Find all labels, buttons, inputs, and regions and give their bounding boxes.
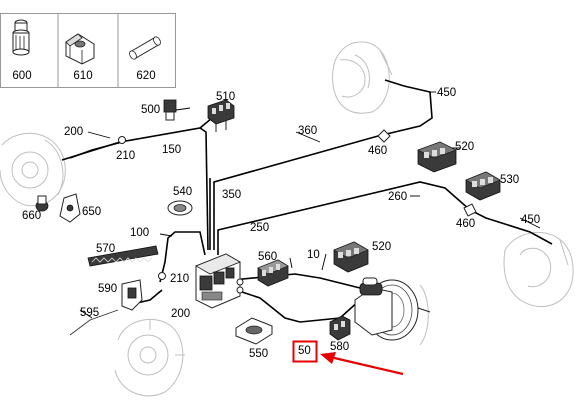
label-210-lower[interactable]: 210 [170, 273, 189, 285]
label-500[interactable]: 500 [141, 104, 160, 116]
label-570[interactable]: 570 [96, 243, 115, 255]
label-510[interactable]: 510 [216, 91, 235, 103]
label-590[interactable]: 590 [98, 283, 117, 295]
fitting-210-lower[interactable] [158, 272, 166, 280]
label-200-upper[interactable]: 200 [64, 126, 83, 138]
label-200-lower[interactable]: 200 [171, 308, 190, 320]
leader-lines [79, 91, 541, 319]
highlight-arrow-head [320, 352, 336, 364]
connector-580[interactable] [329, 315, 351, 341]
label-450-lower[interactable]: 450 [521, 214, 540, 226]
part-610-icon[interactable] [65, 33, 95, 65]
label-50[interactable]: 50 [298, 345, 311, 357]
label-210-upper[interactable]: 210 [116, 150, 135, 162]
sensor-520-lower[interactable] [333, 241, 369, 273]
label-150[interactable]: 150 [162, 144, 181, 156]
label-460-upper[interactable]: 460 [368, 145, 387, 157]
sensor-520-upper[interactable] [417, 141, 457, 173]
clip-460-upper[interactable] [377, 129, 391, 143]
sensor-530[interactable] [465, 171, 501, 201]
label-650[interactable]: 650 [82, 206, 101, 218]
fitting-210-upper[interactable] [118, 136, 126, 144]
label-530[interactable]: 530 [500, 174, 519, 186]
label-620: 620 [136, 70, 155, 82]
part-labels: 500 510 450 200 210 150 360 460 520 540 … [22, 87, 540, 360]
brake-booster[interactable] [354, 277, 431, 341]
clip-460-lower[interactable] [463, 203, 477, 217]
highlight-annotation [292, 340, 404, 376]
label-360[interactable]: 360 [298, 125, 317, 137]
label-540[interactable]: 540 [173, 186, 192, 198]
booster-outline-ghost [419, 284, 429, 346]
label-520-upper[interactable]: 520 [455, 141, 474, 153]
label-610: 610 [73, 70, 92, 82]
label-580[interactable]: 580 [330, 341, 349, 353]
connector-560[interactable] [257, 259, 289, 287]
highlight-box [292, 340, 318, 363]
label-595[interactable]: 595 [80, 307, 99, 319]
label-100[interactable]: 100 [130, 227, 149, 239]
label-600: 600 [12, 70, 31, 82]
label-550[interactable]: 550 [249, 348, 268, 360]
connector-500[interactable] [163, 99, 177, 121]
label-460-lower[interactable]: 460 [456, 218, 475, 230]
clip-strip-570[interactable] [87, 245, 159, 267]
part-600-icon[interactable] [12, 19, 30, 56]
label-250[interactable]: 250 [250, 222, 269, 234]
brake-disc-front-right [114, 318, 185, 397]
brake-disc-front-left [0, 132, 66, 207]
label-520-lower[interactable]: 520 [372, 241, 391, 253]
label-10[interactable]: 10 [307, 249, 320, 261]
label-350[interactable]: 350 [222, 189, 241, 201]
pad-550[interactable] [235, 317, 273, 345]
sensor-660[interactable] [35, 195, 49, 212]
brake-disc-rear-right [332, 41, 393, 114]
connector-510[interactable] [207, 99, 235, 132]
hydraulic-unit[interactable] [195, 253, 244, 309]
grommet-540[interactable] [167, 200, 193, 216]
bracket-590[interactable] [121, 279, 143, 311]
legend-panel: 600 610 620 [0, 13, 176, 88]
brake-disc-rear-left [503, 231, 574, 307]
label-260[interactable]: 260 [388, 191, 407, 203]
label-450-upper[interactable]: 450 [437, 87, 456, 99]
label-560[interactable]: 560 [258, 251, 277, 263]
highlight-arrow-shaft [329, 355, 404, 376]
label-660[interactable]: 660 [22, 210, 41, 222]
part-620-icon[interactable] [128, 36, 162, 61]
brake-lines [61, 79, 553, 336]
bracket-650[interactable] [59, 193, 81, 223]
